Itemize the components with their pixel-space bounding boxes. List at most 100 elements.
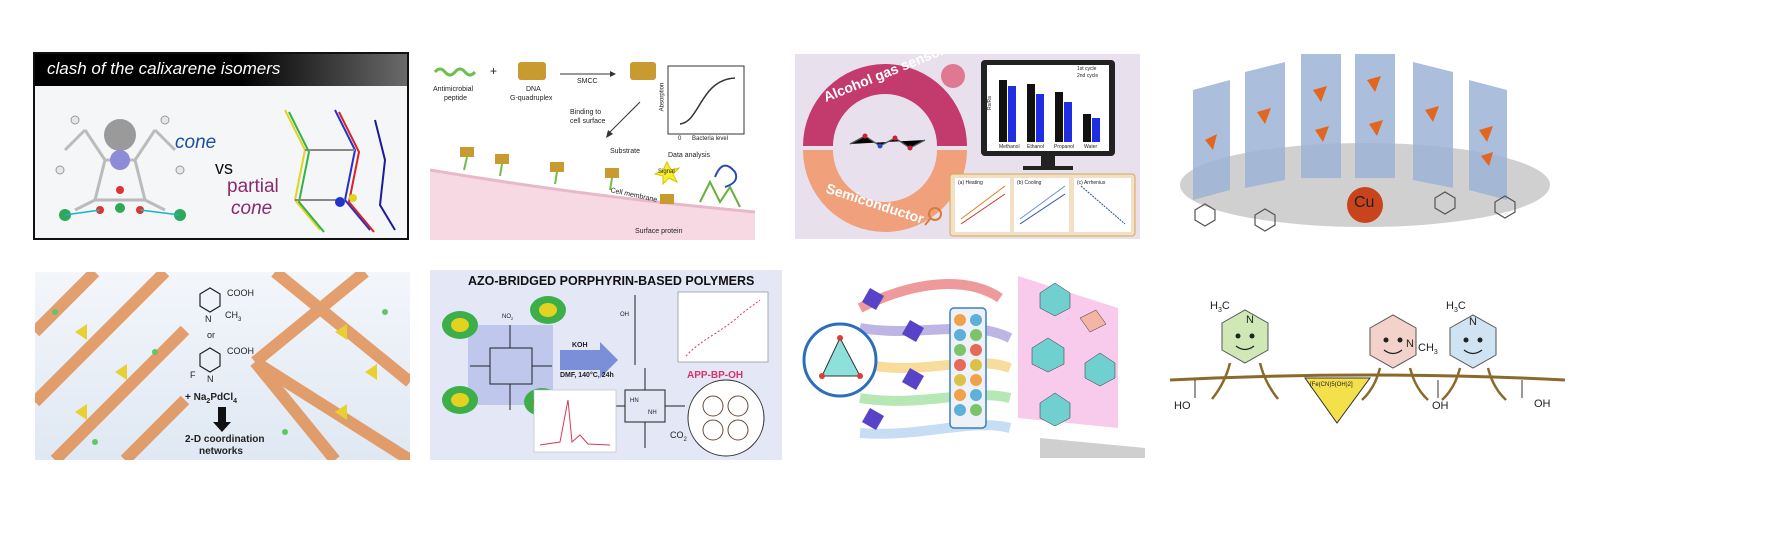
ch3-mid-sub: 3 xyxy=(1433,349,1438,357)
sensor-bar xyxy=(999,80,1007,142)
sensor-bar xyxy=(1092,118,1100,142)
cooh-2: COOH xyxy=(227,346,254,356)
cu-label: Cu xyxy=(1354,194,1375,211)
h3c-right: H3C xyxy=(1446,300,1466,314)
sensor-graphic xyxy=(803,60,1136,237)
sbu-bead xyxy=(970,374,982,386)
n-label-2: N xyxy=(207,374,214,384)
tile-sbu[interactable] xyxy=(800,268,1145,458)
binding-label-1: Binding to xyxy=(570,109,602,116)
ch3-sub: 3 xyxy=(238,316,242,323)
tile-pd[interactable]: COOH CH3 N or COOH F N + Na2PdCl4 2-D co… xyxy=(35,272,410,460)
conditions-label: DMF, 140°C, 24h xyxy=(560,372,614,379)
sbu-bead xyxy=(954,359,966,371)
sensor-bar xyxy=(1036,94,1044,142)
tile-sensor[interactable]: Alcohol gas sensor Semiconductor 1st cyc… xyxy=(795,54,1140,239)
tile-prussian[interactable]: H3C N H3C N N CH3 [Fe(CN)5(OH)2] HO OH O… xyxy=(1170,298,1565,428)
network-label-2: networks xyxy=(199,446,243,457)
amp-label-1: Antimicrobial xyxy=(433,86,474,93)
no2-label: NO2 xyxy=(502,314,513,321)
n-right: N xyxy=(1469,316,1477,328)
ch3-text: CH xyxy=(225,310,238,320)
copper-scene xyxy=(1180,54,1550,232)
h3c-right-sub: 3 xyxy=(1453,307,1458,315)
n-mid: N xyxy=(1406,338,1414,350)
reagent-sub2: 4 xyxy=(233,398,237,405)
bar-cat-0: Methanol xyxy=(999,144,1020,150)
plus-sign: + xyxy=(490,64,498,78)
sensor-bars xyxy=(999,80,1100,142)
tile-azo[interactable]: AZO-BRIDGED PORPHYRIN-BASED POLYMERS KOH… xyxy=(430,270,782,460)
banner-title: clash of the calixarene isomers xyxy=(47,59,281,78)
ho-label: HO xyxy=(1174,400,1191,412)
azo-scheme xyxy=(442,291,769,457)
tile-peptide[interactable]: Antimicrobial peptide + DNA G-quadruplex… xyxy=(430,52,755,240)
sbu-scene xyxy=(802,276,1145,458)
or-label: or xyxy=(207,330,216,340)
legend-cycle-2: 2nd cycle xyxy=(1077,73,1099,79)
sbu-bead xyxy=(954,404,966,416)
bar-cat-1: Ethanol xyxy=(1027,144,1044,150)
protein-label: Surface protein xyxy=(635,228,683,235)
ch3-mid: CH3 xyxy=(1418,342,1438,356)
bacteria-axis-label: Bacteria level xyxy=(692,136,729,142)
bar-cat-3: Water xyxy=(1084,144,1098,150)
no2-text: NO xyxy=(502,314,511,320)
panel-b-label: (b) Cooling xyxy=(1017,180,1042,186)
n-label-1: N xyxy=(205,314,212,324)
dna-label-2: G-quadruplex xyxy=(510,95,553,102)
no2-sub: 2 xyxy=(511,316,514,322)
h3c-right-h: H xyxy=(1446,300,1454,312)
n-left: N xyxy=(1246,314,1254,326)
reagent-tail: PdCl xyxy=(210,392,234,403)
sbu-bead xyxy=(970,329,982,341)
reagent-text: + Na xyxy=(185,392,207,403)
amp-label-2: peptide xyxy=(444,95,467,102)
pd-networks xyxy=(35,272,410,460)
sbu-bead xyxy=(970,389,982,401)
tile-copper[interactable]: Cu xyxy=(1175,50,1570,245)
h3c-left-sub: 3 xyxy=(1217,307,1222,315)
sensor-bar xyxy=(1008,86,1016,142)
legend-cycle-1: 1st cycle xyxy=(1077,66,1097,72)
smcc-label: SMCC xyxy=(577,78,598,85)
sbu-bead xyxy=(970,359,982,371)
sbu-bead xyxy=(970,344,982,356)
sensor-bar xyxy=(1027,84,1035,142)
sbu-bead xyxy=(954,329,966,341)
calixarene-molecule-left xyxy=(55,115,186,221)
ch3-mid-text: CH xyxy=(1418,342,1434,354)
bar-cat-2: Propanol xyxy=(1054,144,1075,150)
dna-label-1: DNA xyxy=(526,86,541,93)
signal-label: Signal xyxy=(658,169,675,175)
oh-label-2: OH xyxy=(1534,398,1551,410)
partial-label: partial xyxy=(227,176,279,197)
co2-text: CO xyxy=(670,430,684,440)
tile-calixarene[interactable]: clash of the calixarene isomers cone vs … xyxy=(33,52,409,240)
prussian-cartoon xyxy=(1170,309,1565,424)
reagent-label: + Na2PdCl4 xyxy=(185,392,237,405)
panel-c-label: (c) Arrhenius xyxy=(1077,180,1106,186)
h3c-left: H3C xyxy=(1210,300,1230,314)
nh-label: NH xyxy=(648,410,657,416)
partial-cone-label: cone xyxy=(231,198,273,219)
substrate-label: Substrate xyxy=(610,148,640,155)
oh-label-1: OH xyxy=(1432,400,1449,412)
absorption-axis-label: Absorption xyxy=(659,82,666,112)
vs-label: vs xyxy=(215,158,233,178)
zero-label: 0 xyxy=(678,136,682,142)
sbu-bead xyxy=(970,314,982,326)
calixarene-overlay-right xyxy=(284,109,396,233)
binding-label-2: cell surface xyxy=(570,118,606,125)
sensor-bar xyxy=(1064,102,1072,142)
sbu-bead xyxy=(954,344,966,356)
analysis-label: Data analysis xyxy=(668,152,711,159)
sbu-bead xyxy=(954,314,966,326)
peptide-scheme xyxy=(430,62,755,240)
reagent-sub: 2 xyxy=(206,398,211,405)
co2-label: CO2 xyxy=(670,430,687,443)
oh-label: OH xyxy=(620,312,629,318)
sbu-bead xyxy=(970,404,982,416)
h3c-left-h: H xyxy=(1210,300,1218,312)
sbu-bead xyxy=(954,374,966,386)
